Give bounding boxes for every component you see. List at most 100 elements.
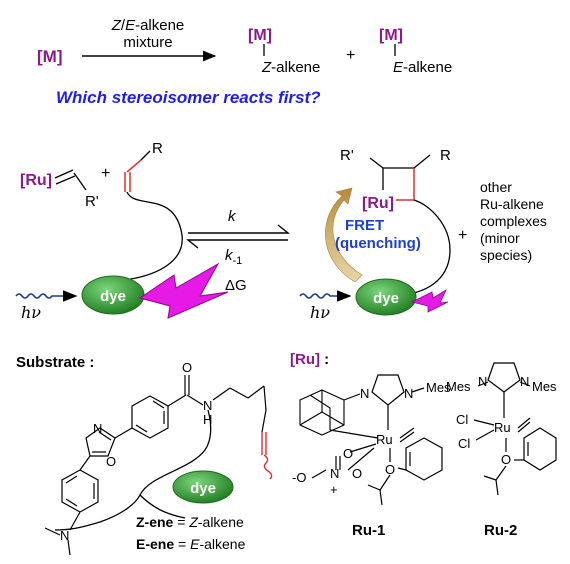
- ru2-label: Ru-2: [484, 522, 517, 539]
- alkene-double-bond: [124, 159, 142, 192]
- arrow-label-2: mixture: [123, 34, 172, 51]
- r-right: R: [440, 147, 451, 164]
- ad-ru-bond: [329, 429, 379, 439]
- benz-inner-1: [152, 400, 165, 409]
- atom-o-oxazole: O: [106, 454, 116, 469]
- r-bond: [413, 154, 431, 169]
- oxazole-ring: [85, 427, 116, 457]
- ru2-n1: N: [478, 374, 487, 389]
- ru2-ru: Ru: [494, 420, 511, 435]
- nitrate-o-a: O: [343, 446, 353, 461]
- ru-label-right: [Ru]: [362, 195, 394, 212]
- product-e-metal: [M]: [379, 27, 403, 44]
- dye-right: [355, 278, 417, 316]
- r-prime-left: R': [85, 193, 99, 210]
- nitrate-plus: +: [330, 482, 338, 497]
- hv-right: hν: [310, 303, 330, 322]
- plus-left: +: [101, 165, 110, 182]
- brace-right: [139, 409, 212, 496]
- nme-1: [44, 527, 61, 536]
- bolt-right: [410, 288, 449, 313]
- other-line-4: (minor: [480, 230, 520, 246]
- cl-bond-a: [473, 419, 495, 426]
- top-reaction: [M] Z/E-alkene mixture [M] Z-alkene + [M…: [37, 17, 452, 107]
- atom-n-amide: N: [203, 398, 212, 413]
- fret-line-1: FRET: [345, 217, 384, 234]
- substrate-alkene: [261, 432, 267, 455]
- hv-wave-right: [299, 290, 352, 302]
- ru1-label: Ru-1: [352, 522, 385, 539]
- ru2-o: O: [501, 452, 511, 467]
- product-z-metal: [M]: [248, 27, 272, 44]
- right-complex: R' R [Ru] FRET (quenching) hν dye + othe…: [299, 147, 547, 322]
- benz-inner-2: [135, 424, 148, 433]
- benzylidene-2: [517, 417, 531, 433]
- ipr-1a: [367, 484, 381, 491]
- r-left: R: [152, 140, 163, 157]
- substrate-structure: Substrate :: [16, 354, 273, 556]
- metal-label: [M]: [37, 47, 62, 66]
- ru2-cl-b: Cl: [458, 436, 470, 451]
- chain-4: [263, 385, 267, 411]
- e-ene-legend: E-ene = E-alkene: [136, 536, 246, 552]
- ru2-cl-a: Cl: [456, 412, 468, 427]
- other-line-2: Ru-alkene: [480, 196, 544, 212]
- o-aryl-1: [397, 467, 407, 471]
- fret-arrow: [325, 187, 363, 283]
- tether-right: [394, 199, 451, 296]
- product-z-label: Z-alkene: [261, 59, 320, 76]
- benz-oxazole-bond: [114, 427, 133, 439]
- benzylidene-ring-2: [523, 427, 557, 471]
- nh-chain-1: [212, 387, 231, 401]
- dye-left-label: dye: [100, 288, 126, 305]
- tether-left: [124, 191, 183, 281]
- ru-heading-bracket: [Ru]: [290, 351, 320, 368]
- ru-catalysts: [Ru] : N N Mes Ru O N O O -O +: [290, 351, 557, 539]
- other-line-3: complexes: [480, 213, 547, 229]
- nme-2: [67, 539, 71, 556]
- ipr-1b: [379, 489, 383, 506]
- ru1-mes: Mes: [426, 380, 451, 395]
- nitrate-minus-o: -O: [292, 470, 306, 485]
- other-line-5: species): [480, 247, 532, 263]
- ru-heading: [Ru] :: [290, 351, 329, 368]
- plus-right: +: [458, 227, 467, 244]
- left-complex: [Ru] R' + R hν dye: [15, 140, 229, 322]
- anil-inner-1: [65, 475, 78, 484]
- o-ipr-2: [495, 465, 507, 481]
- ru1-o: O: [385, 462, 395, 477]
- product-e-label: E-alkene: [393, 59, 452, 76]
- oxazole-db-1: [98, 431, 112, 441]
- amide-cn: [186, 394, 204, 406]
- r-prime-right: R': [340, 147, 354, 164]
- rprime-bond: [369, 157, 384, 169]
- dye-bottom-label: dye: [190, 480, 216, 497]
- nitrate-n: N: [330, 466, 339, 481]
- mes-bond-2b: [519, 381, 531, 387]
- z-ene-eq: =: [173, 514, 189, 530]
- dye-right-label: dye: [373, 290, 399, 307]
- other-line-1: other: [480, 179, 512, 195]
- reverse-harpoon: [186, 239, 288, 249]
- atom-n-oxazole: N: [93, 421, 102, 436]
- alkylidene-r-bond: [73, 172, 87, 191]
- k-reverse: k-1: [225, 247, 242, 267]
- amide-c-bond: [167, 394, 187, 407]
- mes-bond-2a: [477, 381, 489, 387]
- z-ene-italic: Z: [188, 514, 198, 530]
- atom-n-amine: N: [60, 528, 69, 543]
- nitrate-bonds: [311, 443, 377, 479]
- alkene-wavy-end: [263, 454, 273, 480]
- cl-bond-b: [475, 429, 495, 441]
- ru2-n2: N: [520, 374, 529, 389]
- forward-harpoon: [188, 224, 290, 234]
- alkylidene-bond: [54, 169, 76, 185]
- e-ene-bold: E-ene: [136, 536, 174, 552]
- chain-5: [261, 409, 267, 433]
- ru-label-left: [Ru]: [20, 172, 52, 189]
- bolt-left: [138, 262, 229, 319]
- e-ene-eq: =: [174, 536, 190, 552]
- benzylidene-ring-1: [405, 437, 443, 481]
- chain-2: [229, 387, 249, 399]
